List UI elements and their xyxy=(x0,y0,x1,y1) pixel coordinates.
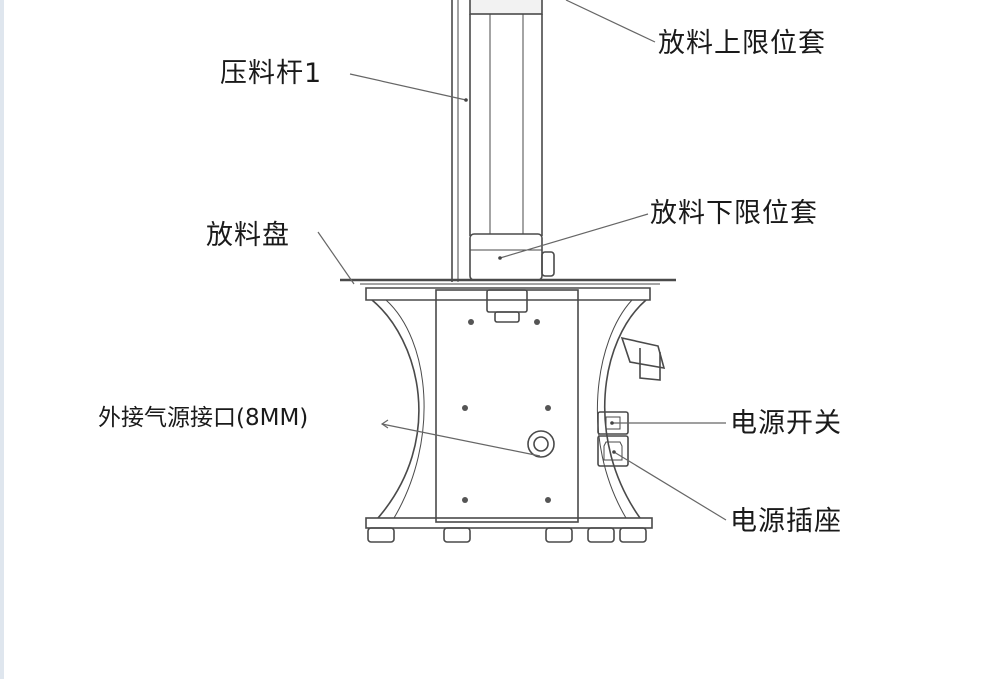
air-inlet-arrow xyxy=(380,419,389,429)
feed-tray xyxy=(340,278,676,285)
leader-press-rod xyxy=(349,73,467,101)
leader-feed-tray xyxy=(317,231,355,285)
bearing-block xyxy=(486,289,528,323)
label-feed-tray: 放料盘 xyxy=(206,220,290,251)
leader-power-socket xyxy=(613,451,727,521)
label-power-switch: 电源开关 xyxy=(730,408,842,439)
side-bracket xyxy=(620,336,666,381)
lower-limit-sleeve xyxy=(469,233,555,281)
label-press-rod: 压料杆1 xyxy=(220,58,323,89)
housing-body xyxy=(365,287,653,543)
label-upper-limit-sleeve: 放料上限位套 xyxy=(658,28,826,59)
press-rod-column xyxy=(451,0,543,282)
window-edge xyxy=(0,0,4,679)
label-lower-limit-sleeve: 放料下限位套 xyxy=(650,198,818,229)
label-power-socket: 电源插座 xyxy=(730,506,842,537)
panel-screws xyxy=(462,319,551,503)
air-inlet-fitting xyxy=(527,430,555,458)
label-air-inlet: 外接气源接口(8MM) xyxy=(98,405,309,431)
leader-upper-limit xyxy=(565,0,656,43)
leader-air-inlet xyxy=(381,423,541,457)
power-socket-drawing xyxy=(597,435,629,467)
leader-lower-limit xyxy=(499,213,649,259)
leader-lines xyxy=(317,0,727,521)
